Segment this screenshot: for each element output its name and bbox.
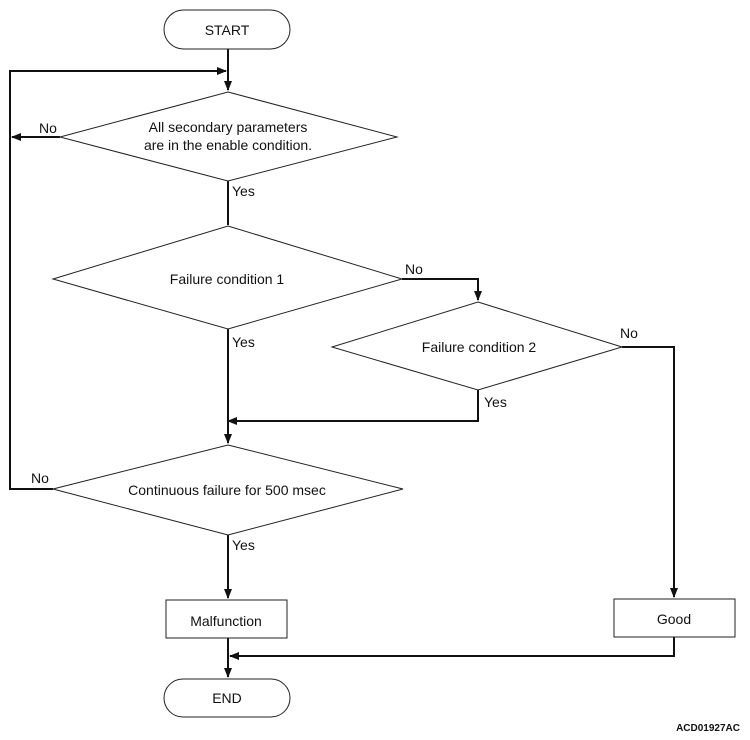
- end-terminator: [163, 678, 291, 718]
- failure1-no-label: No: [405, 261, 423, 277]
- enable-condition-decision: [58, 91, 399, 182]
- failure-condition-1-decision: [51, 225, 404, 330]
- good-label: Good: [657, 611, 691, 627]
- malfunction-box: [165, 599, 288, 639]
- edge-failure2-yes: [227, 390, 479, 425]
- edge-good-to-merge: [229, 637, 675, 660]
- connectors: [9, 49, 678, 678]
- start-terminator: [163, 9, 291, 50]
- failure-condition-2-decision: [330, 301, 624, 391]
- continuous-failure-label: Continuous failure for 500 msec: [128, 482, 326, 498]
- enable-yes-label: Yes: [232, 183, 255, 199]
- malfunction-label: Malfunction: [190, 613, 262, 629]
- failure-condition-1-label: Failure condition 1: [170, 271, 285, 287]
- enable-condition-label-line1: All secondary parameters: [149, 119, 308, 135]
- edge-continuous-no-loop: [9, 67, 227, 490]
- start-label: START: [205, 22, 250, 38]
- continuous-yes-label: Yes: [232, 537, 255, 553]
- enable-no-label: No: [39, 120, 57, 136]
- edge-labels: No Yes No Yes No Yes No Yes: [31, 120, 638, 553]
- edge-failure1-no: [402, 278, 482, 301]
- continuous-failure-decision: [52, 444, 404, 536]
- nodes: [51, 9, 736, 718]
- failure2-yes-label: Yes: [484, 394, 507, 410]
- good-box: [613, 598, 736, 638]
- failure1-yes-label: Yes: [232, 334, 255, 350]
- end-label: END: [212, 690, 242, 706]
- enable-condition-label-line2: are in the enable condition.: [144, 137, 312, 153]
- reference-code: ACD01927AC: [676, 723, 740, 734]
- failure2-no-label: No: [620, 325, 638, 341]
- failure-condition-2-label: Failure condition 2: [422, 339, 537, 355]
- node-labels: START All secondary parameters are in th…: [128, 22, 691, 706]
- edge-failure2-no: [622, 346, 678, 598]
- continuous-no-label: No: [31, 470, 49, 486]
